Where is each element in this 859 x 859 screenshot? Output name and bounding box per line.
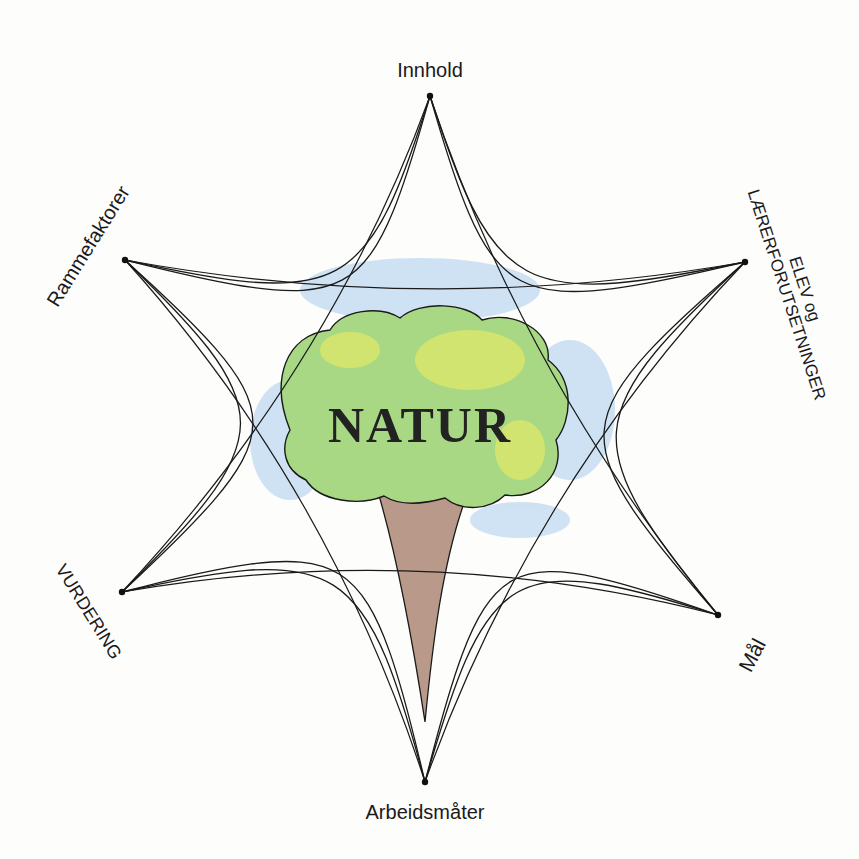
star-curve xyxy=(616,262,745,615)
sky-patches xyxy=(250,258,615,538)
triangle-curve xyxy=(125,260,745,289)
crown-highlights xyxy=(320,330,545,480)
corner-label: VURDERING xyxy=(51,561,125,663)
triangle-curve xyxy=(425,262,745,782)
star-web xyxy=(119,93,748,785)
triangle-curve xyxy=(122,570,718,615)
corner-dot xyxy=(715,612,721,618)
tree-crown xyxy=(281,306,568,508)
corner-label: Rammefaktorer xyxy=(42,182,134,311)
star-curve xyxy=(122,569,425,782)
triangle-curve xyxy=(430,96,718,615)
star-curve xyxy=(122,561,425,782)
star-curve xyxy=(122,260,253,592)
corner-dot xyxy=(427,93,433,99)
corner-dot xyxy=(742,259,748,265)
corner-label: Innhold xyxy=(397,59,463,81)
corner-dot xyxy=(422,779,428,785)
star-curve xyxy=(604,262,745,615)
corner-label: Arbeidsmåter xyxy=(366,801,485,823)
star-curve xyxy=(125,96,430,283)
corner-label: ELEV og LÆRERFORUTSETNINGER xyxy=(740,172,850,412)
corner-label: Mål xyxy=(734,635,770,676)
star-curve xyxy=(430,96,745,292)
center-word: NATUR xyxy=(328,398,512,453)
star-curve xyxy=(430,96,745,284)
corner-dot xyxy=(119,589,125,595)
star-curve xyxy=(125,96,430,291)
star-curve xyxy=(122,260,240,592)
triangle-curve xyxy=(122,96,430,592)
star-curve xyxy=(425,572,718,782)
corner-dot xyxy=(122,257,128,263)
triangle-curve xyxy=(125,260,425,782)
star-curve xyxy=(425,581,718,782)
